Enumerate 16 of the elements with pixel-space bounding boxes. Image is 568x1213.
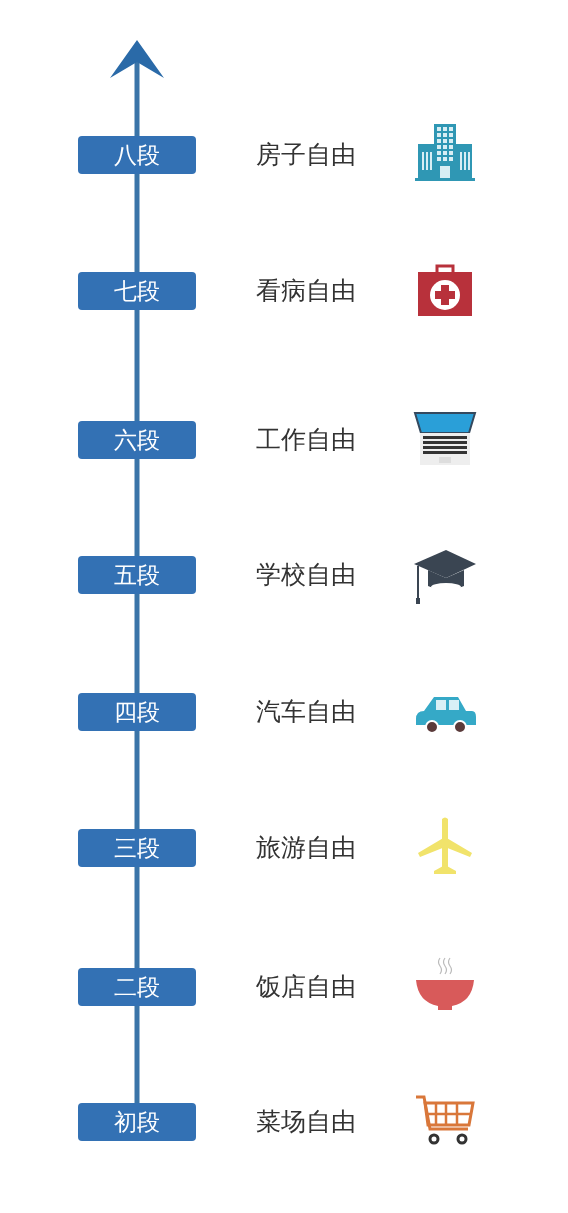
level-label: 工作自由 — [256, 424, 357, 456]
level-badge: 八段 — [78, 136, 196, 174]
level-label: 汽车自由 — [256, 696, 357, 728]
level-label: 学校自由 — [256, 559, 357, 591]
level-badge: 六段 — [78, 421, 196, 459]
level-label: 看病自由 — [256, 275, 357, 307]
level-badge: 三段 — [78, 829, 196, 867]
level-badge: 四段 — [78, 693, 196, 731]
level-label: 旅游自由 — [256, 832, 357, 864]
level-badge: 二段 — [78, 968, 196, 1006]
level-badge: 五段 — [78, 556, 196, 594]
level-badge: 初段 — [78, 1103, 196, 1141]
level-label: 饭店自由 — [256, 971, 357, 1003]
level-label: 菜场自由 — [256, 1106, 357, 1138]
level-label: 房子自由 — [256, 139, 357, 171]
level-badge: 七段 — [78, 272, 196, 310]
